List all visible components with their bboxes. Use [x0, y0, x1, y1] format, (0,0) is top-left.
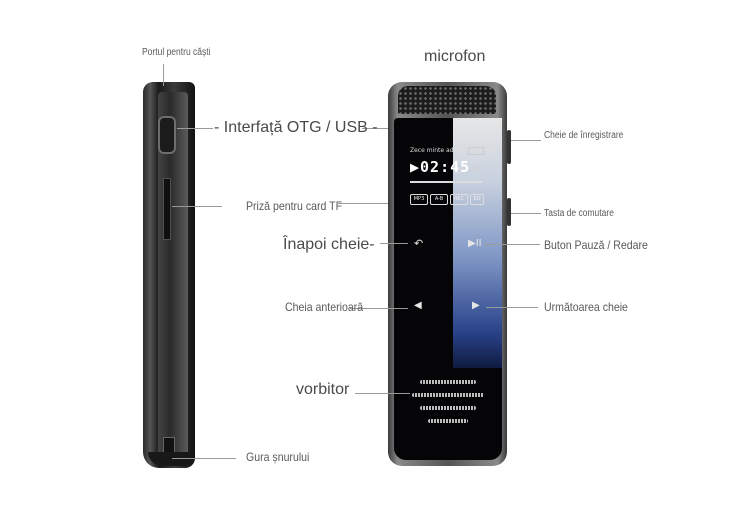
back-icon[interactable]: ↶ — [414, 237, 424, 250]
label-headphone-port: Portul pentru căști — [142, 47, 211, 58]
speaker-row — [428, 419, 468, 423]
recorder-side-foot — [148, 452, 192, 466]
callout-line — [362, 128, 388, 129]
lcd-chip-ab: A-B — [430, 194, 448, 205]
callout-line — [172, 458, 236, 459]
callout-line — [486, 307, 538, 308]
next-icon[interactable]: ▶ — [472, 300, 480, 311]
label-prev-key: Cheia anterioară — [285, 300, 364, 314]
label-record-key: Cheie de înregistrare — [544, 130, 624, 141]
callout-line — [484, 244, 540, 245]
callout-line — [380, 243, 408, 244]
callout-line — [511, 140, 541, 141]
speaker-row — [412, 393, 484, 397]
label-play-pause: Buton Pauză / Redare — [544, 238, 648, 252]
prev-icon[interactable]: ◀ — [414, 300, 422, 311]
callout-line — [350, 308, 408, 309]
label-back-key: Înapoi cheie- — [283, 236, 375, 253]
usb-port — [158, 116, 176, 154]
callout-line — [338, 203, 388, 204]
lcd-time: ▶02:45 — [410, 158, 471, 176]
label-tf-socket: Priză pentru card TF — [246, 199, 343, 213]
screen-glare — [453, 118, 502, 368]
tf-card-slot — [163, 178, 171, 240]
speaker-row — [420, 406, 476, 410]
label-speaker: vorbitor — [296, 381, 350, 398]
label-next-key: Următoarea cheie — [544, 300, 628, 314]
callout-line — [511, 213, 541, 214]
lcd-chip-mp3: MP3 — [410, 194, 428, 205]
lcd-chip-eq: EQ — [470, 194, 484, 205]
label-lanyard: Gura șnurului — [246, 450, 310, 464]
switch-key-button[interactable] — [507, 198, 511, 226]
play-pause-icon[interactable]: ▶II — [468, 238, 482, 249]
callout-line — [355, 393, 410, 394]
record-key-button[interactable] — [507, 130, 511, 164]
callout-line — [172, 206, 222, 207]
label-microphone: microfon — [424, 48, 486, 65]
callout-line — [177, 128, 213, 129]
lcd-seconds: 39 — [472, 165, 481, 173]
lcd-progress-bar — [410, 181, 482, 183]
microphone-grill — [398, 86, 496, 114]
callout-line — [163, 64, 164, 86]
label-switch-key: Tasta de comutare — [544, 208, 614, 219]
battery-icon — [468, 147, 484, 155]
speaker-row — [420, 380, 476, 384]
lcd-filename: Zece minte adolescenți.mp3 — [410, 147, 496, 154]
lanyard-hole — [163, 437, 175, 453]
lcd-chip-rec: REC — [450, 194, 468, 205]
label-otg-usb: - Interfață OTG / USB - — [214, 119, 378, 136]
